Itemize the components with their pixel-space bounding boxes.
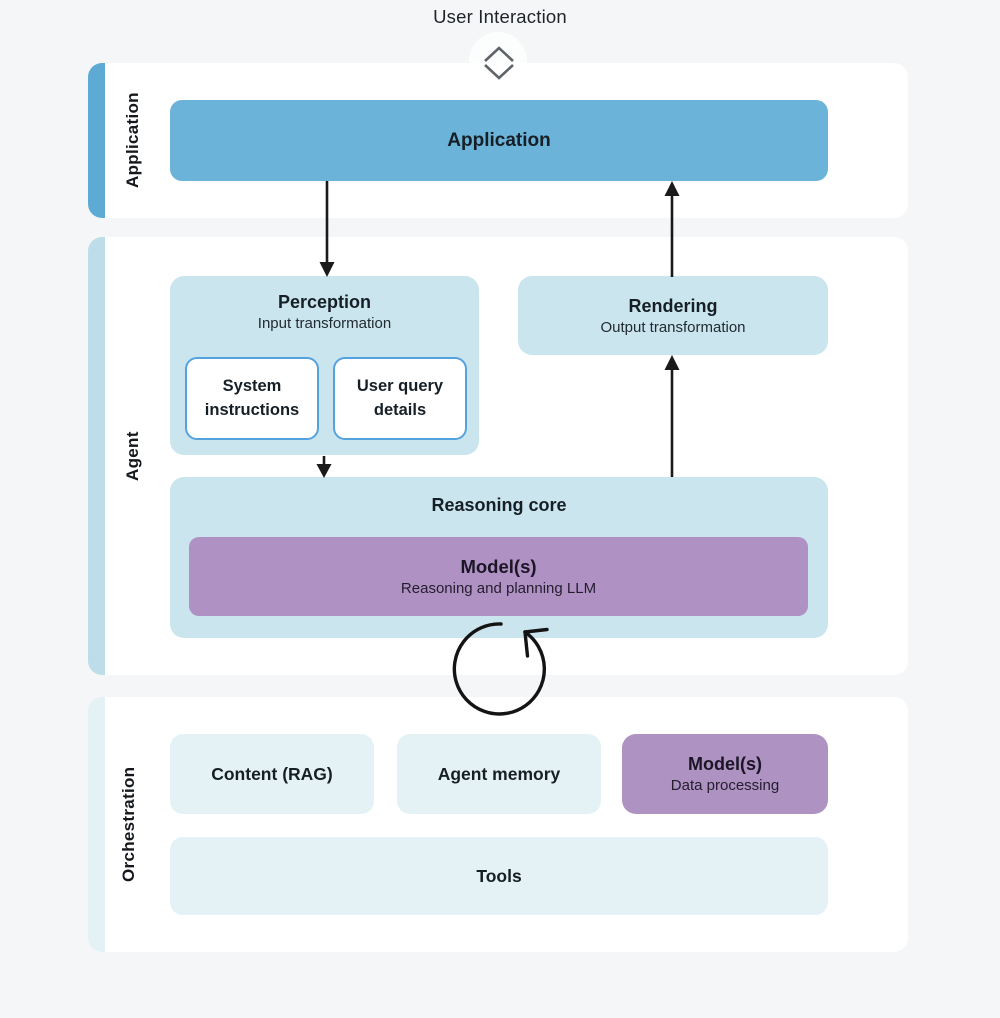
band-label-agent: Agent: [123, 431, 142, 481]
rendering-subtitle: Output transformation: [600, 318, 746, 336]
model-data-processing-node: Model(s) Data processing: [622, 734, 828, 814]
content-rag-node: Content (RAG): [170, 734, 374, 814]
user-query-details-label: User query details: [356, 376, 444, 419]
model-data-subtitle: Data processing: [670, 777, 780, 794]
perception-title: Perception: [277, 292, 372, 312]
model-llm-subtitle: Reasoning and planning LLM: [400, 580, 597, 597]
band-label-orchestration: Orchestration: [119, 766, 138, 883]
band-agent-tab: [88, 237, 105, 675]
band-orchestration-tab: [88, 697, 105, 952]
model-llm-title: Model(s): [460, 556, 537, 577]
reasoning-core-title: Reasoning core: [431, 495, 567, 515]
user-query-details-node: User query details: [333, 357, 467, 440]
application-node: Application: [170, 100, 828, 181]
rendering-title: Rendering: [628, 295, 718, 316]
tools-label: Tools: [476, 865, 522, 886]
model-data-title: Model(s): [688, 754, 762, 774]
application-node-title: Application: [447, 129, 551, 151]
rendering-node: Rendering Output transformation: [518, 276, 828, 355]
content-rag-label: Content (RAG): [211, 763, 333, 784]
band-application-tab: [88, 63, 105, 218]
band-label-application: Application: [123, 92, 142, 189]
system-instructions-label: System instructions: [204, 376, 300, 419]
page-title: User Interaction: [433, 6, 567, 27]
tools-node: Tools: [170, 837, 828, 915]
agent-memory-node: Agent memory: [397, 734, 601, 814]
agent-memory-label: Agent memory: [437, 763, 561, 784]
model-llm-node: Model(s) Reasoning and planning LLM: [189, 537, 808, 616]
system-instructions-node: System instructions: [185, 357, 319, 440]
perception-subtitle: Input transformation: [257, 315, 392, 332]
